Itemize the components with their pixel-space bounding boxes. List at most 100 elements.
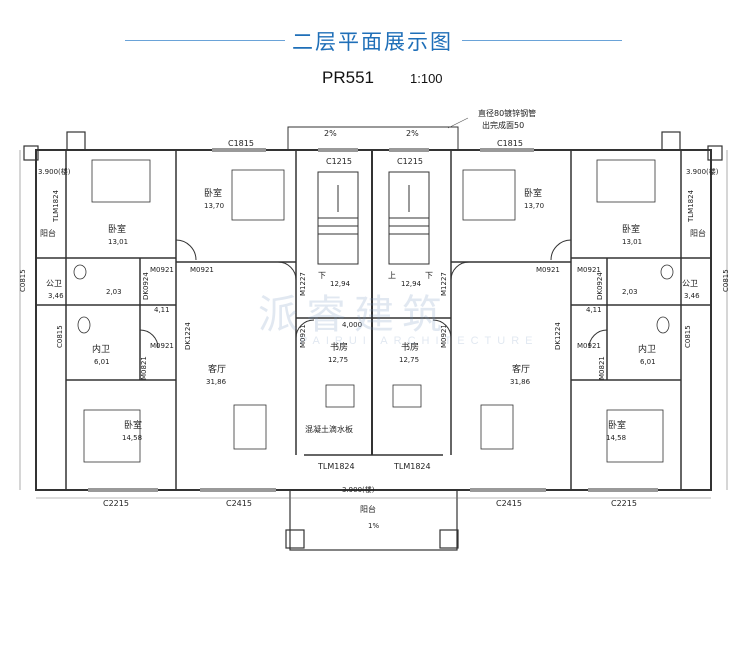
room-area: 2,03 [622, 288, 638, 296]
corner-pier [23, 145, 39, 161]
plan-code: PR551 [322, 68, 374, 87]
room-name: 阳台 [40, 228, 56, 238]
window-code: C1815 [497, 139, 523, 148]
window-code: C2215 [611, 499, 637, 508]
plan-scale: 1:100 [410, 71, 443, 86]
door-code: M0821 [598, 356, 606, 380]
room-name: 内卫 [92, 343, 110, 355]
door-swing [550, 239, 572, 261]
toilet [660, 264, 674, 280]
window-code: C1815 [228, 139, 254, 148]
stair-label: 下 [318, 271, 326, 280]
door-code: TLM1824 [687, 189, 695, 223]
stair-label: 上 [388, 271, 396, 280]
toilet [656, 316, 670, 334]
door-code: M0921 [150, 342, 174, 350]
room-area: 12,94 [401, 280, 422, 288]
toilet [77, 316, 91, 334]
door-code: M0921 [150, 266, 174, 274]
title-rule-right [462, 40, 622, 41]
watermark: 派睿建筑 [258, 292, 450, 338]
door-swing [450, 261, 470, 281]
balcony-pier [439, 529, 459, 549]
door-swing [175, 239, 197, 261]
dimension-label: 4,11 [154, 306, 170, 314]
room-area: 31,86 [510, 378, 531, 386]
dimension-label: 4,000 [342, 321, 362, 329]
bed [83, 409, 141, 463]
slope-label: 2% [324, 129, 337, 138]
corner-pier [707, 145, 723, 161]
room-area: 14,58 [122, 434, 142, 442]
room-name: 书房 [401, 341, 419, 353]
room-name: 卧室 [204, 187, 222, 199]
room-area: 12,94 [330, 280, 351, 288]
door-swing [277, 261, 297, 281]
sofa-set [233, 404, 267, 450]
room-name: 公卫 [682, 279, 698, 288]
bed [462, 169, 516, 221]
room-area: 13,01 [622, 238, 642, 246]
rear-frame [287, 126, 459, 151]
room-name: 卧室 [622, 223, 640, 235]
door-swing [432, 319, 452, 339]
stair-label: 下 [425, 271, 433, 280]
room-name: 公卫 [46, 279, 62, 288]
room-name: 书房 [330, 341, 348, 353]
front-balcony [289, 489, 458, 551]
door-code: M0921 [299, 324, 307, 348]
slope-label: 2% [406, 129, 419, 138]
dimension-label: 4,11 [586, 306, 602, 314]
room-name: 卧室 [108, 223, 126, 235]
level-label: 3.900(楼) [342, 485, 375, 494]
level-label: 3.900(楼) [38, 167, 71, 176]
leader-line [447, 117, 469, 129]
desk [392, 384, 422, 408]
room-area: 12,75 [328, 356, 348, 364]
door-code: TLM1824 [393, 462, 431, 471]
window-code: C0815 [722, 269, 730, 292]
bed [91, 159, 151, 203]
bed [606, 409, 664, 463]
window-code: C2215 [103, 499, 129, 508]
room-area: 13,70 [524, 202, 544, 210]
window-code: C0815 [19, 269, 27, 292]
sofa-set [480, 404, 514, 450]
room-area: 14,58 [606, 434, 626, 442]
board-note: 混凝土滴水板 [305, 424, 353, 434]
door-code: DK1224 [554, 322, 562, 350]
room-name: 客厅 [208, 363, 226, 375]
page-title: 二层平面展示图 [292, 30, 453, 54]
window-code: C2415 [226, 499, 252, 508]
room-name: 卧室 [124, 419, 142, 431]
room-name: 卧室 [608, 419, 626, 431]
pipe-note: 出完成面50 [482, 120, 524, 130]
desk [325, 384, 355, 408]
room-area: 13,70 [204, 202, 224, 210]
room-name: 内卫 [638, 343, 656, 355]
door-code: M0821 [140, 356, 148, 380]
door-code: M1227 [299, 272, 307, 296]
door-code: TLM1824 [317, 462, 355, 471]
door-swing [588, 329, 608, 349]
room-area: 31,86 [206, 378, 227, 386]
room-area: 2,03 [106, 288, 122, 296]
room-area: 6,01 [94, 358, 110, 366]
room-name: 卧室 [524, 187, 542, 199]
window-code: C2415 [496, 499, 522, 508]
door-code: M0921 [190, 266, 214, 274]
door-code: M0921 [577, 266, 601, 274]
window-code: C1215 [397, 157, 423, 166]
door-swing [139, 329, 159, 349]
room-area: 6,01 [640, 358, 656, 366]
title-rule-left [125, 40, 285, 41]
window-code: C0815 [56, 325, 64, 348]
slope-label: 1% [368, 522, 379, 530]
door-code: DK0924 [142, 272, 150, 300]
balcony-pier [285, 529, 305, 549]
door-code: M0921 [577, 342, 601, 350]
bed [231, 169, 285, 221]
door-code: M0921 [536, 266, 560, 274]
